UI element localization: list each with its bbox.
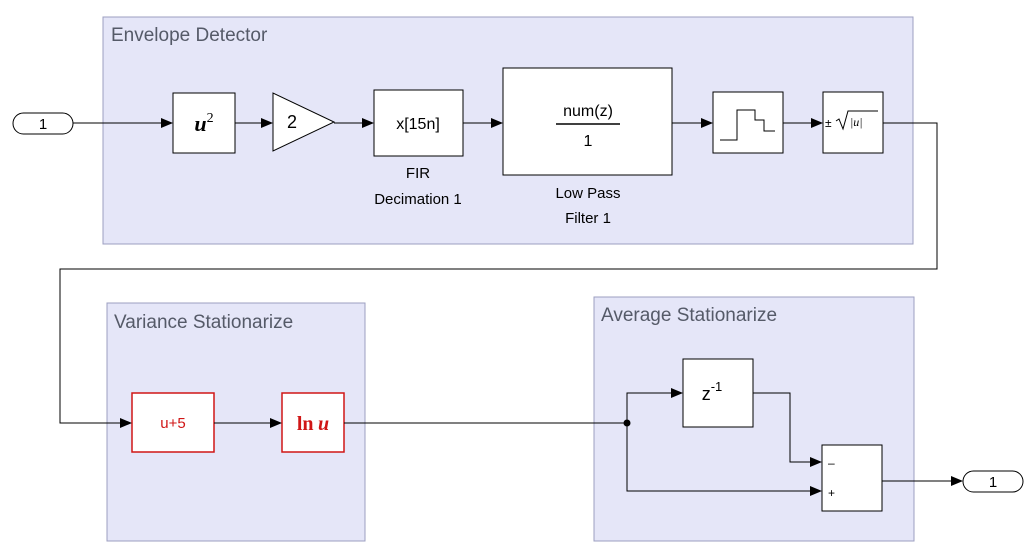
sum-minus-sign: – [828,456,835,470]
variance-stationarize-title: Variance Stationarize [114,312,293,333]
low-pass-filter-block[interactable]: num(z) 1 [502,67,673,176]
low-pass-name-line2: Filter 1 [565,210,611,227]
svg-text:z-1: z-1 [702,379,723,404]
svg-text:ln u: ln u [297,413,329,435]
inport-number: 1 [39,116,47,133]
gain-block[interactable]: 2 [272,92,336,152]
sum-block[interactable]: – + [821,444,883,512]
log-argument: u [318,413,329,435]
outport-number: 1 [989,474,997,491]
delay-base: z [702,384,711,404]
square-block[interactable]: u2 [172,92,236,154]
fir-decimation-name-line2: Decimation 1 [374,191,462,208]
log-block[interactable]: ln u [281,392,345,453]
low-pass-denominator: 1 [584,133,593,150]
branch-point [623,419,631,427]
unit-delay-block[interactable]: z-1 [682,358,754,428]
sqrt-sign-prefix: ± [825,116,832,130]
fir-decimation-name-line1: FIR [406,165,430,182]
delay-exponent: -1 [711,379,723,394]
signal-line[interactable] [753,392,822,467]
signal-line[interactable] [626,388,683,423]
fir-decimation-text: x[15n] [396,116,440,133]
signed-sqrt-block[interactable]: ± |u| [822,91,884,154]
envelope-detector-title: Envelope Detector [111,25,268,46]
outport-1[interactable]: 1 [962,470,1024,493]
fir-decimation-block[interactable]: x[15n] [373,89,464,157]
bias-block[interactable]: u+5 [131,392,215,453]
sum-plus-sign: + [828,486,835,500]
zero-order-hold-block[interactable] [712,91,784,154]
square-base: u [194,111,206,136]
gain-value: 2 [287,112,297,132]
low-pass-name-line1: Low Pass [555,185,620,202]
log-function: ln [297,413,314,435]
zero-order-hold-icon [720,109,775,141]
svg-text:u2: u2 [194,111,213,136]
inport-1[interactable]: 1 [12,112,74,135]
sqrt-icon [835,110,878,131]
sqrt-argument: |u| [850,115,863,129]
bias-expression: u+5 [160,415,185,432]
square-exponent: 2 [207,111,214,126]
signal-line[interactable] [59,122,938,428]
signal-line[interactable] [626,423,822,496]
average-stationarize-title: Average Stationarize [601,305,777,326]
low-pass-numerator: num(z) [563,103,613,120]
